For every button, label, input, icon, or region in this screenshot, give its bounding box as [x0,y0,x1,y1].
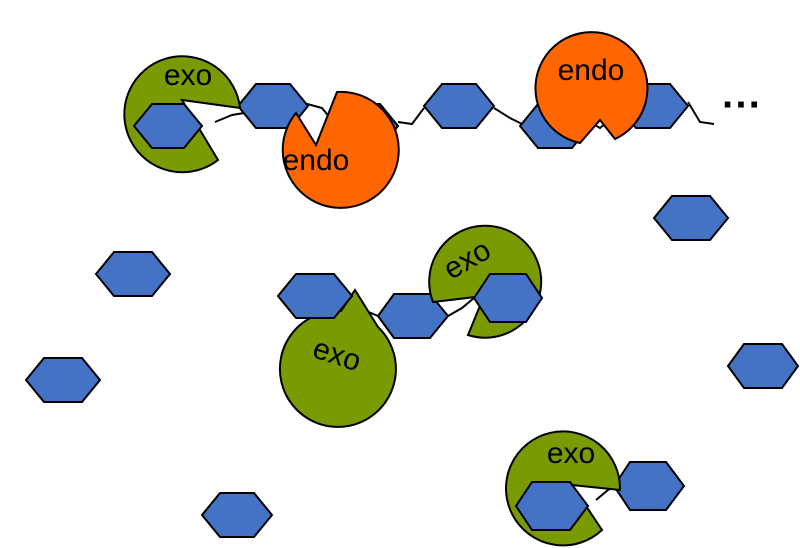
sugar-hexagon [612,461,686,511]
sugar-hexagon [726,343,800,389]
endo-enzyme-top-left: endo [281,90,400,209]
endo-label: endo [283,144,350,177]
sugar-hexagon [422,83,496,129]
sugar-hexagon [472,273,544,323]
sugar-hexagon [24,357,102,403]
sugar-hexagon [376,293,450,339]
endo-enzyme-body [534,31,649,145]
exo-label: exo [547,437,595,470]
sugar-hexagon [276,273,354,319]
sugar-hexagon [132,103,204,149]
endo-label: endo [558,54,625,87]
bottom-chain: exo [505,430,686,547]
sugar-hexagon [200,492,274,538]
free-sugars [24,195,800,538]
sugar-hexagon [652,195,730,241]
ellipsis-continuation: ··· [722,83,762,127]
sugar-hexagon [514,481,590,531]
middle-chain: exo exo [276,224,544,428]
sugar-hexagon [94,251,172,297]
sugar-hexagon [236,83,310,129]
endo-enzyme-top-right: endo [534,31,649,145]
endo-enzyme-body [281,90,400,209]
exo-enzyme-body [278,288,397,428]
exo-enzyme-top-left: exo [123,55,242,174]
exo-label: exo [164,59,212,92]
